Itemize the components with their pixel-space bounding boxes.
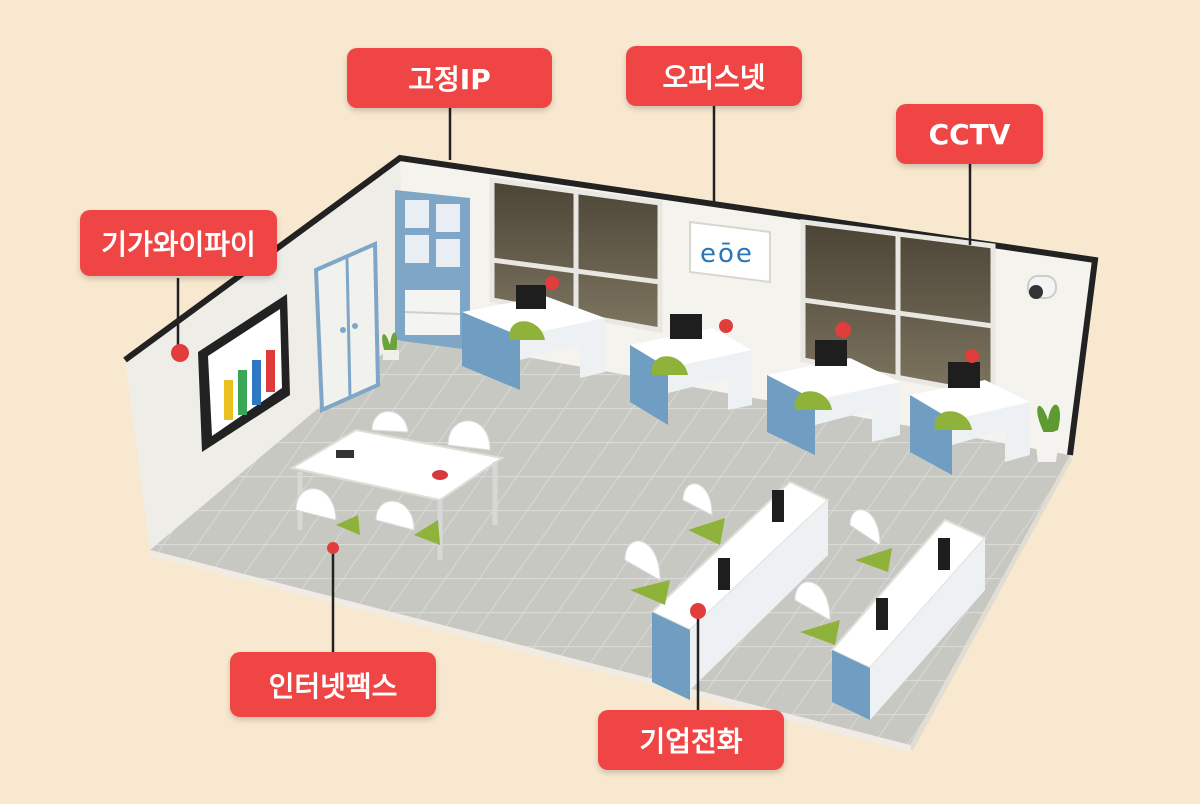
desk-front-2 (794, 509, 987, 720)
label-internet-fax: 인터넷팩스 (230, 652, 436, 717)
leader-lines (176, 106, 972, 710)
network-markers (171, 276, 979, 619)
cctv-camera-icon (1027, 275, 1057, 299)
plant-left (382, 332, 399, 360)
floor-right-edge (910, 455, 1072, 752)
wall-logo-text: eōe (700, 239, 754, 269)
tall-cabinet (313, 240, 381, 414)
label-business-phone: 기업전화 (598, 710, 784, 770)
desk-back-1 (462, 285, 605, 390)
wall-presentation-screen (198, 294, 290, 452)
label-office-net-text: 오피스넷 (662, 61, 766, 94)
desk-front-1 (624, 480, 830, 700)
label-internet-fax-text: 인터넷팩스 (268, 669, 398, 703)
phone-marker-icon (690, 603, 706, 619)
desk-back-3 (767, 340, 900, 455)
floor-front-edge (150, 550, 910, 752)
marker-desk-1 (545, 276, 559, 290)
desk-back-2 (630, 314, 752, 425)
wall-logo-sign: eōe (689, 220, 771, 284)
meeting-table (289, 411, 505, 560)
desk-back-4 (910, 362, 1030, 475)
marker-desk-2 (719, 319, 733, 333)
back-windows (489, 177, 996, 399)
wifi-marker-icon (171, 344, 189, 362)
label-static-ip: 고정IP (347, 48, 552, 108)
label-cctv-text: CCTV (928, 117, 1011, 151)
label-cctv: CCTV (896, 104, 1043, 164)
plant-right (1034, 404, 1061, 462)
marker-desk-3 (835, 322, 851, 338)
bookshelf (395, 190, 470, 350)
label-gigawifi-text: 기가와이파이 (101, 228, 256, 261)
label-business-phone-text: 기업전화 (639, 725, 743, 758)
label-gigawifi: 기가와이파이 (80, 210, 277, 276)
label-static-ip-text: 고정IP (408, 63, 491, 96)
label-office-net: 오피스넷 (626, 46, 802, 106)
fax-marker-icon (327, 542, 339, 554)
marker-desk-4 (965, 349, 979, 363)
